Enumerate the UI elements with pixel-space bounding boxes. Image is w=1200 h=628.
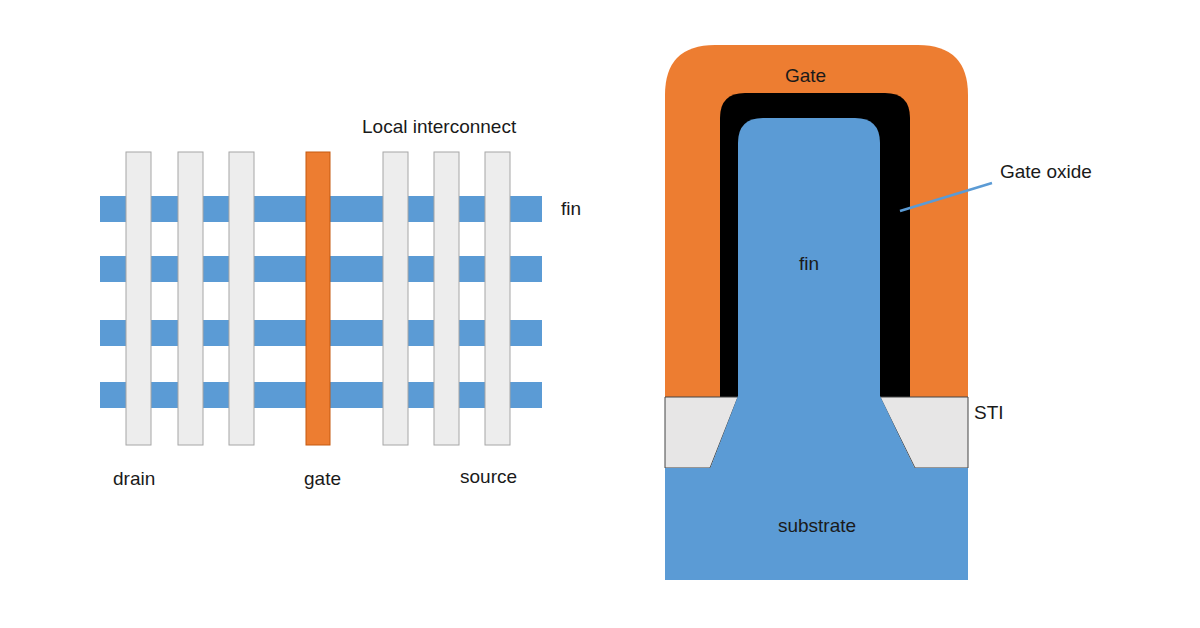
part-label: Gate (785, 66, 826, 85)
gate-strip (306, 152, 330, 445)
substrate-body (665, 468, 968, 580)
label-text: source (460, 467, 517, 486)
gate-body (665, 45, 968, 397)
label-text: Local interconnect (362, 117, 516, 136)
callout-label: Gate oxide (1000, 162, 1092, 181)
label-text: drain (113, 469, 155, 488)
fin-base (710, 396, 915, 469)
gate-oxide (720, 93, 910, 397)
part-label: substrate (778, 516, 856, 535)
label-text: STI (974, 403, 1004, 422)
label-text: fin (561, 199, 581, 218)
fin-body (738, 118, 880, 397)
label-text: gate (304, 469, 341, 488)
leader-line (900, 183, 992, 211)
part-label: fin (799, 254, 819, 273)
interconnect-strips (126, 152, 510, 445)
